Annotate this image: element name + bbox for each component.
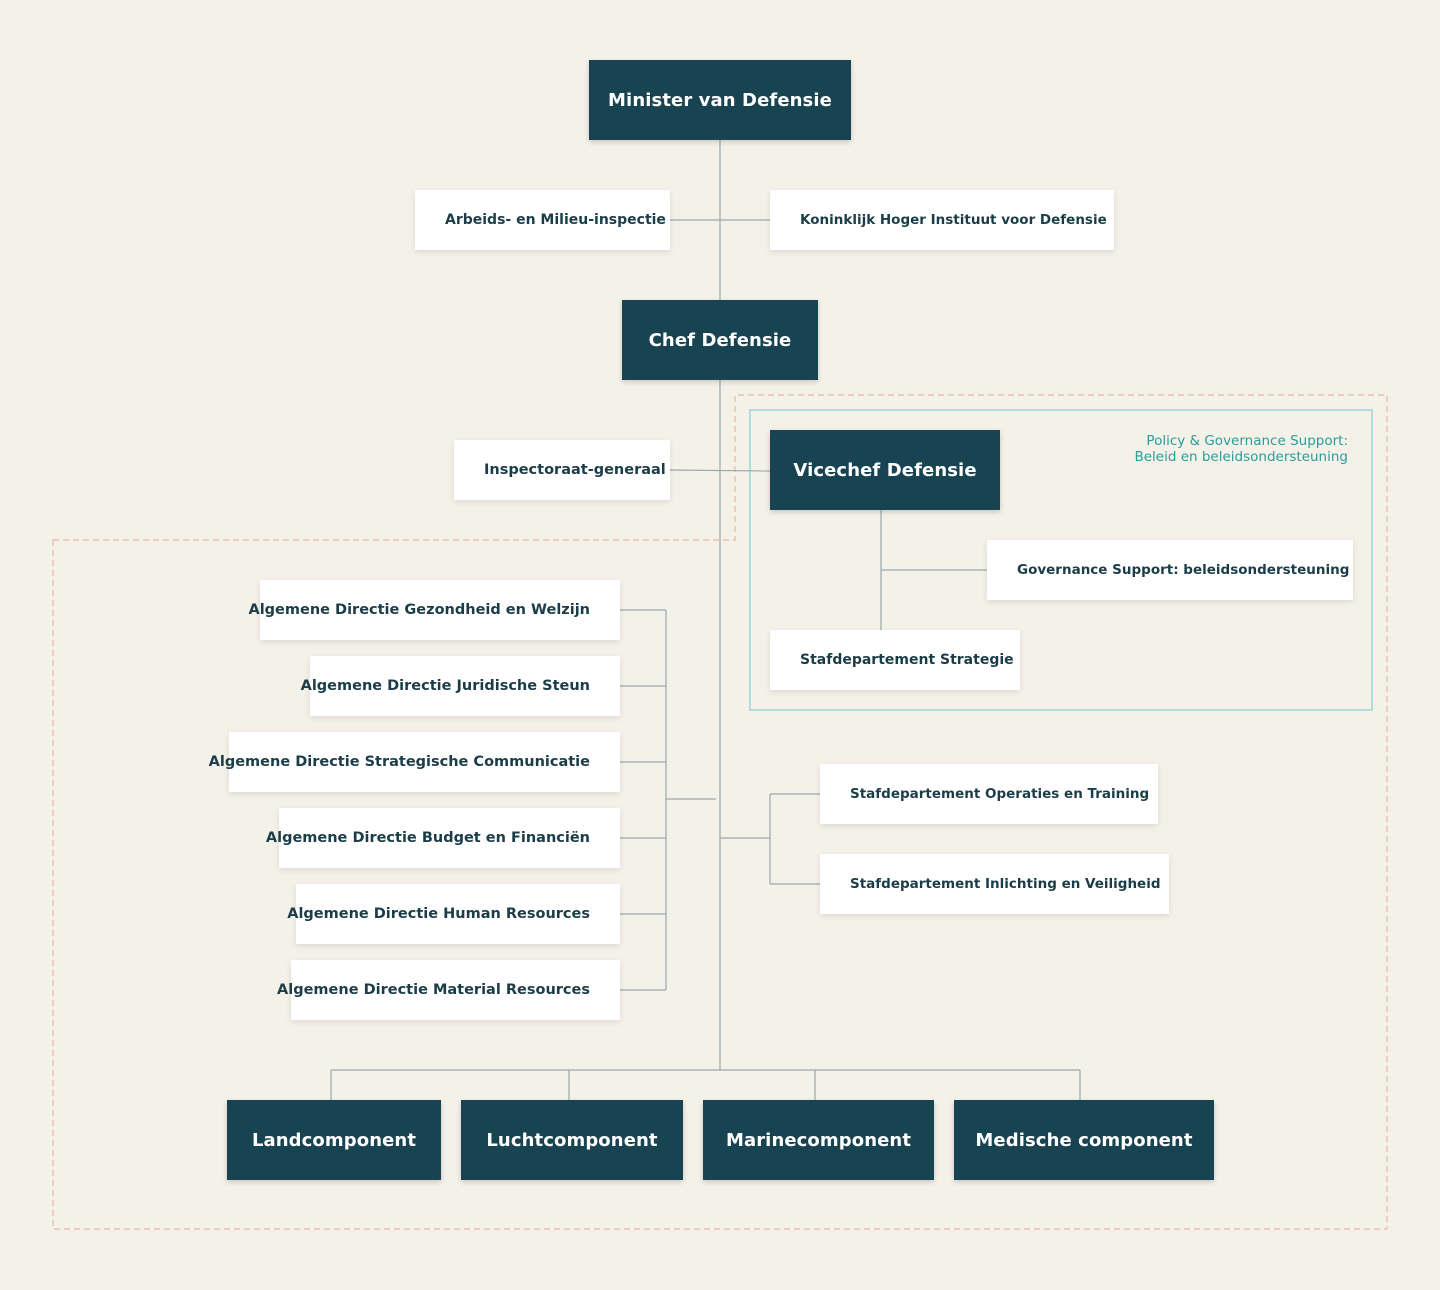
policy-region-border [749, 409, 1373, 711]
node-landcomponent: Landcomponent [227, 1100, 441, 1180]
node-stafdepartement-inlichting-veiligheid: Stafdepartement Inlichting en Veiligheid [820, 854, 1169, 914]
node-ad-material-resources: Algemene Directie Material Resources [277, 960, 620, 1020]
node-ad-budget-financien: Algemene Directie Budget en Financiën [266, 808, 620, 868]
node-arbeids-milieu-inspectie: Arbeids- en Milieu-inspectie [415, 190, 670, 250]
node-stafdepartement-operaties-training: Stafdepartement Operaties en Training [820, 764, 1158, 824]
policy-region-label-line2: Beleid en beleidsondersteuning [1134, 449, 1348, 465]
policy-region-label-line1: Policy & Governance Support: [1146, 433, 1348, 449]
node-chef-defensie: Chef Defensie [622, 300, 818, 380]
node-ad-strategische-communicatie: Algemene Directie Strategische Communica… [209, 732, 620, 792]
node-inspectoraat-generaal: Inspectoraat-generaal [454, 440, 670, 500]
node-governance-support: Governance Support: beleidsondersteuning [987, 540, 1353, 600]
node-minister: Minister van Defensie [589, 60, 851, 140]
node-koninklijk-hoger-instituut: Koninklijk Hoger Instituut voor Defensie [770, 190, 1114, 250]
node-medische-component: Medische component [954, 1100, 1214, 1180]
connector-inspectoraat-vicechef [668, 469, 771, 472]
outer-region-border [52, 394, 1388, 1230]
policy-region-label: Policy & Governance Support: Beleid en b… [1080, 433, 1348, 465]
node-vicechef-defensie: Vicechef Defensie [770, 430, 1000, 510]
node-ad-human-resources: Algemene Directie Human Resources [287, 884, 620, 944]
node-marinecomponent: Marinecomponent [703, 1100, 934, 1180]
node-stafdepartement-strategie: Stafdepartement Strategie [770, 630, 1020, 690]
node-luchtcomponent: Luchtcomponent [461, 1100, 683, 1180]
node-ad-juridische-steun: Algemene Directie Juridische Steun [301, 656, 620, 716]
node-ad-gezondheid-welzijn: Algemene Directie Gezondheid en Welzijn [248, 580, 620, 640]
